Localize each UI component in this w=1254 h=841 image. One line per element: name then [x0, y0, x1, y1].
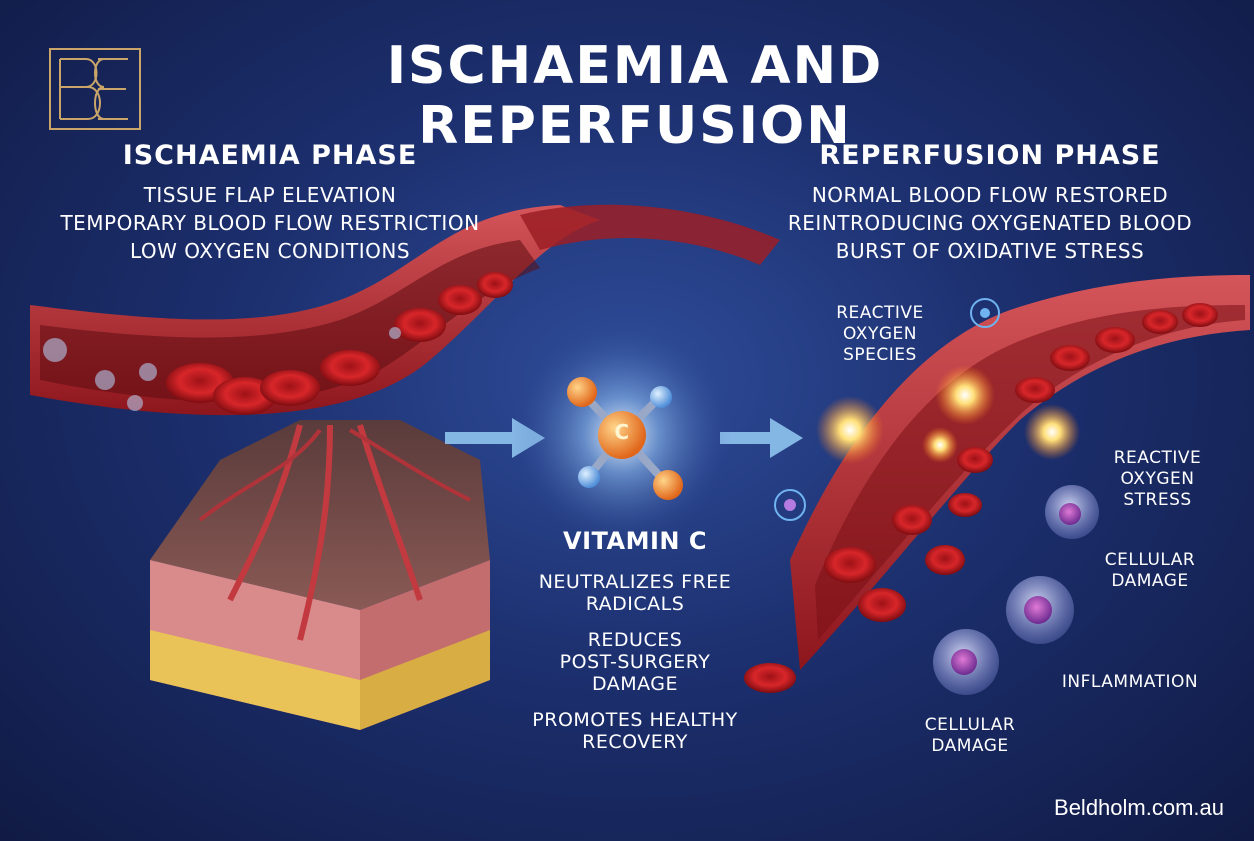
benefit-line: DAMAGE [591, 673, 679, 695]
ros-burst [816, 396, 884, 464]
label-line: OXYGEN [1120, 469, 1195, 489]
red-blood-cell [1182, 303, 1218, 327]
red-blood-cell [948, 493, 982, 517]
arrow-to-reperfusion [720, 418, 803, 458]
benefit-line: RADICALS [585, 593, 685, 615]
website-link[interactable]: Beldholm.com.au [1054, 795, 1224, 820]
red-blood-cell [438, 285, 482, 315]
reperfusion-lumen [815, 305, 1245, 640]
ischaemia-line: TEMPORARY BLOOD FLOW RESTRICTION [60, 211, 480, 235]
reperfusion-line: REINTRODUCING OXYGENATED BLOOD [787, 211, 1193, 235]
label-line: STRESS [1123, 490, 1192, 510]
ros-burst [922, 427, 958, 463]
red-blood-cell [957, 447, 993, 473]
free-radical-icon [774, 489, 806, 521]
label-line: REACTIVE [1113, 448, 1202, 468]
oxygen-bubble [127, 395, 143, 411]
oxygen-bubble [139, 363, 157, 381]
red-blood-cell [1095, 327, 1135, 353]
red-blood-cell [858, 588, 906, 622]
page-title: ISCHAEMIA AND REPERFUSION [386, 36, 884, 156]
red-blood-cell [320, 350, 380, 386]
ischaemia-line: LOW OXYGEN CONDITIONS [129, 239, 411, 263]
red-blood-cell [1050, 345, 1090, 371]
ischaemia-heading: ISCHAEMIA PHASE [122, 140, 418, 171]
red-blood-cell [744, 663, 796, 693]
red-blood-cell [1142, 310, 1178, 334]
ros-burst [935, 365, 995, 425]
benefit-line: PROMOTES HEALTHY [532, 709, 738, 731]
label-line: DAMAGE [1111, 571, 1189, 591]
label-ros-stress: REACTIVE OXYGEN STRESS [1085, 448, 1230, 511]
damaged-cell [1006, 576, 1074, 644]
damaged-cell [933, 629, 999, 695]
red-blood-cell [892, 505, 932, 535]
vitamin-c-section: VITAMIN C NEUTRALIZES FREE RADICALS REDU… [500, 527, 770, 753]
beldholm-logo [49, 48, 141, 130]
reperfusion-phase-section: REPERFUSION PHASE NORMAL BLOOD FLOW REST… [775, 140, 1205, 265]
label-line: REACTIVE [836, 303, 924, 323]
red-blood-cell [260, 370, 320, 406]
red-blood-cell [925, 545, 965, 575]
label-line: SPECIES [843, 345, 917, 365]
label-line: CELLULAR [1104, 550, 1196, 570]
ischaemia-line: TISSUE FLAP ELEVATION [143, 183, 397, 207]
label-ros-species: REACTIVE OXYGEN SPECIES [805, 303, 955, 366]
ros-burst [1024, 404, 1080, 460]
red-blood-cell [1015, 377, 1055, 403]
tissue-flap [150, 420, 490, 730]
red-blood-cell [477, 272, 513, 298]
vessel-arch [520, 204, 780, 265]
vitamin-c-molecule [512, 325, 732, 545]
benefit-line: NEUTRALIZES FREE [538, 571, 732, 593]
oxygen-bubble [43, 338, 67, 362]
benefit-line: REDUCES [587, 629, 683, 651]
oxygen-bubble [389, 327, 401, 339]
red-blood-cell [824, 547, 876, 583]
free-radical-icon [970, 298, 1000, 328]
damaged-cell [1045, 485, 1099, 539]
ischaemia-phase-section: ISCHAEMIA PHASE TISSUE FLAP ELEVATION TE… [60, 140, 480, 265]
vessel-lumen [40, 240, 540, 402]
red-blood-cell [394, 308, 446, 342]
vitamin-c-heading: VITAMIN C [563, 527, 707, 555]
reperfusion-line: NORMAL BLOOD FLOW RESTORED [811, 183, 1169, 207]
reperfusion-heading: REPERFUSION PHASE [819, 140, 1161, 171]
label-cellular-damage: CELLULAR DAMAGE [1080, 550, 1220, 592]
reperfusion-line: BURST OF OXIDATIVE STRESS [835, 239, 1145, 263]
label-inflammation: INFLAMMATION [1061, 672, 1199, 692]
label-line: DAMAGE [931, 736, 1009, 756]
benefit-line: POST-SURGERY [559, 651, 711, 673]
label-line: CELLULAR [924, 715, 1016, 735]
benefit-line: RECOVERY [582, 731, 688, 753]
molecule-letter: C [614, 420, 630, 444]
label-cellular-damage: CELLULAR DAMAGE [900, 715, 1040, 757]
label-line: OXYGEN [843, 324, 917, 344]
oxygen-bubble [95, 370, 115, 390]
